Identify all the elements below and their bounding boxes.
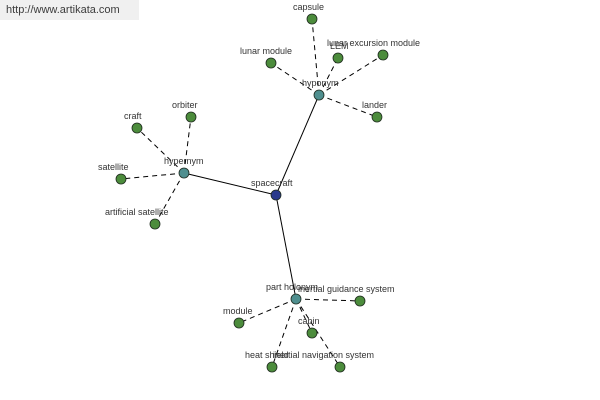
edge-hypernym-1-to-craft bbox=[136, 127, 185, 174]
node-lunar-excursion-module[interactable] bbox=[377, 49, 389, 61]
node-module[interactable] bbox=[233, 317, 245, 329]
node-satellite[interactable] bbox=[115, 173, 127, 185]
node-hyponym-0[interactable] bbox=[313, 89, 325, 101]
node-cabin[interactable] bbox=[306, 327, 318, 339]
label-module: module bbox=[223, 306, 253, 316]
edge-part-holonym-2-to-heat-shield bbox=[271, 298, 297, 368]
node-artificial-satellite[interactable] bbox=[149, 218, 161, 230]
node-capsule[interactable] bbox=[306, 13, 318, 25]
label-satellite: satellite bbox=[98, 162, 129, 172]
edge-hypernym-1-to-satellite bbox=[120, 172, 185, 180]
edge-part-holonym-2-to-inertial-guidance-system bbox=[295, 298, 361, 302]
node-orbiter[interactable] bbox=[185, 111, 197, 123]
label-inertial-guidance-system: inertial guidance system bbox=[298, 284, 395, 294]
node-heat-shield[interactable] bbox=[266, 361, 278, 373]
edge-part-holonym-2-to-module bbox=[238, 298, 297, 324]
label-part-holonym-2: part holonym bbox=[266, 282, 318, 292]
node-craft[interactable] bbox=[131, 122, 143, 134]
node-spacecraft[interactable] bbox=[270, 189, 282, 201]
label-cabin: cabin bbox=[298, 316, 320, 326]
edge-center-to-part-holonym-2 bbox=[275, 194, 297, 300]
label-lunar-module: lunar module bbox=[240, 46, 292, 56]
node-part-holonym-2[interactable] bbox=[290, 293, 302, 305]
label-hypernym-1: hypernym bbox=[164, 156, 204, 166]
node-lander[interactable] bbox=[371, 111, 383, 123]
node-lem[interactable] bbox=[332, 52, 344, 64]
label-capsule: capsule bbox=[293, 2, 324, 12]
node-inertial-guidance-system[interactable] bbox=[354, 295, 366, 307]
edge-hyponym-0-to-lunar-excursion-module bbox=[318, 54, 384, 96]
graph-edges bbox=[120, 18, 384, 368]
node-hypernym-1[interactable] bbox=[178, 167, 190, 179]
edge-hypernym-1-to-orbiter bbox=[183, 116, 192, 174]
label-lem: LEM bbox=[330, 41, 349, 51]
edge-center-to-hyponym-0 bbox=[275, 94, 320, 196]
label-spacecraft: spacecraft bbox=[251, 178, 293, 188]
label-craft: craft bbox=[124, 111, 142, 121]
label-inertial-navigation-system: inertial navigation system bbox=[273, 350, 374, 360]
label-orbiter: orbiter bbox=[172, 100, 198, 110]
label-heat-shield: heat shield bbox=[245, 350, 289, 360]
edge-part-holonym-2-to-inertial-navigation-system bbox=[295, 298, 341, 368]
edge-hyponym-0-to-capsule bbox=[311, 18, 320, 96]
node-inertial-navigation-system[interactable] bbox=[334, 361, 346, 373]
edge-hyponym-0-to-lunar-module bbox=[270, 62, 320, 96]
label-hyponym-0: hyponym bbox=[302, 78, 339, 88]
watermark-link[interactable]: http://www.artikata.com bbox=[0, 0, 139, 20]
node-lunar-module[interactable] bbox=[265, 57, 277, 69]
label-lander: lander bbox=[362, 100, 387, 110]
edge-center-to-hypernym-1 bbox=[183, 172, 277, 196]
edge-part-holonym-2-to-cabin bbox=[295, 298, 313, 334]
label-artificial-satellite: artificial satellite bbox=[105, 207, 169, 217]
edge-hypernym-1-to-artificial-satellite bbox=[154, 172, 185, 225]
edge-hyponym-0-to-lander bbox=[318, 94, 378, 118]
label-lunar-excursion-module: lunar excursion module bbox=[327, 38, 420, 48]
edge-hyponym-0-to-lem bbox=[318, 57, 339, 96]
graph-nodes bbox=[115, 13, 389, 373]
